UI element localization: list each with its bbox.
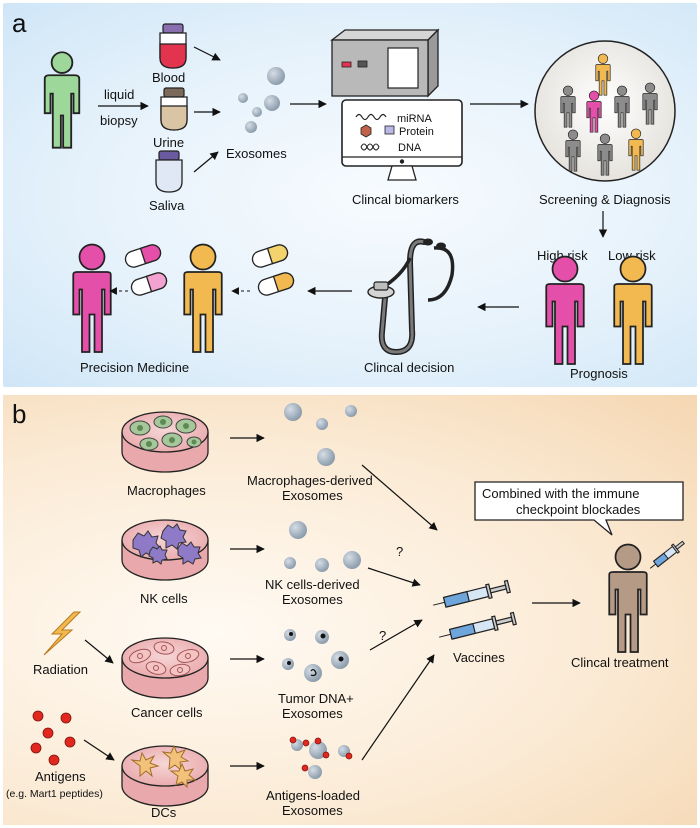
dna-label: DNA (398, 142, 422, 154)
low-risk-label: Low risk (608, 248, 656, 263)
mirna-label: miRNA (397, 113, 432, 125)
vaccine-syringes-icon (433, 579, 517, 640)
liquid-label: liquid (104, 87, 134, 102)
macrophage-to-vaccine-arrow (361, 464, 438, 531)
precision-medicine-label: Precision Medicine (80, 360, 189, 375)
antigens-example-label: (e.g. Mart1 peptides) (6, 788, 103, 800)
patient-orange-icon (183, 243, 223, 353)
cancer-cells-label: Cancer cells (131, 705, 203, 720)
radiation-label: Radiation (33, 662, 88, 677)
cancer-cells-dish-icon (121, 637, 209, 699)
biopsy-label: biopsy (100, 113, 138, 128)
panel-a-letter: a (12, 8, 27, 38)
macrophages-label: Macrophages (127, 483, 206, 498)
urine-label: Urine (153, 135, 184, 150)
radiation-lightning-icon (43, 611, 82, 656)
nk-exosomes-label-1: NK cells-derived (265, 577, 360, 592)
treatment-syringe-icon (649, 540, 685, 569)
macrophage-exosomes-label-2: Exosomes (282, 488, 343, 503)
exosomes-label: Exosomes (226, 146, 287, 161)
tumor-to-vaccine-arrow (369, 619, 423, 651)
low-risk-person-icon (613, 255, 653, 365)
stethoscope-icon (367, 238, 455, 356)
analyzer-machine-icon (330, 28, 440, 98)
tumor-dna-exosomes-icon (282, 629, 349, 682)
tumor-exosomes-label-2: Exosomes (282, 706, 343, 721)
patient-brown-icon (608, 543, 648, 653)
combined-therapy-callout (474, 481, 684, 536)
antigen-exosomes-label-2: Exosomes (282, 803, 343, 818)
saliva-arrow (193, 151, 219, 173)
blood-arrow (193, 46, 221, 61)
vaccines-label: Vaccines (453, 650, 505, 665)
protein-label: Protein (399, 126, 434, 138)
combined-label-1: Combined with the immune (482, 486, 640, 501)
antigens-label: Antigens (35, 769, 86, 784)
tumor-question-mark: ? (379, 628, 386, 643)
antigen-exosomes-label-1: Antigens-loaded (266, 788, 360, 803)
antigens-icon (30, 710, 76, 766)
radiation-arrow (84, 639, 114, 664)
nk-cells-label: NK cells (140, 591, 188, 606)
monitor-icon (341, 99, 463, 181)
high-risk-person-icon (545, 255, 585, 365)
clinical-treatment-label: Clincal treatment (571, 655, 669, 670)
antigens-arrow (83, 739, 115, 761)
nk-cells-dish-icon (121, 519, 209, 581)
urine-tube-icon (160, 87, 188, 131)
macrophage-exosomes-label-1: Macrophages-derived (247, 473, 373, 488)
nk-to-vaccine-arrow (367, 567, 421, 587)
patient-green-icon (43, 51, 81, 149)
panel-b-letter: b (12, 399, 26, 429)
tumor-exosomes-label-1: Tumor DNA+ (278, 691, 354, 706)
nk-question-mark: ? (396, 544, 403, 559)
capsules-pink-icon (124, 244, 168, 296)
clinical-decision-label: Clincal decision (364, 360, 454, 375)
saliva-label: Saliva (149, 198, 185, 213)
combined-label-2: checkpoint blockades (516, 502, 641, 517)
nk-exosomes-icon (284, 521, 361, 572)
patient-pink-icon (72, 243, 112, 353)
capsules-orange-icon (251, 244, 295, 296)
saliva-tube-icon (155, 150, 183, 193)
prognosis-label: Prognosis (570, 366, 628, 381)
blood-label: Blood (152, 70, 185, 85)
antigen-loaded-exosomes-icon (289, 736, 353, 779)
clinical-biomarkers-label: Clincal biomarkers (352, 192, 459, 207)
macrophage-exosomes-icon (284, 403, 357, 466)
blood-tube-icon (159, 23, 187, 69)
screening-label: Screening & Diagnosis (539, 192, 671, 207)
nk-exosomes-label-2: Exosomes (282, 592, 343, 607)
dcs-label: DCs (151, 805, 177, 820)
exosomes-cluster-icon (238, 67, 285, 133)
dcs-dish-icon (121, 744, 209, 807)
high-risk-label: High risk (537, 248, 588, 263)
macrophages-dish-icon (121, 411, 209, 473)
antigen-to-vaccine-arrow (361, 654, 435, 761)
